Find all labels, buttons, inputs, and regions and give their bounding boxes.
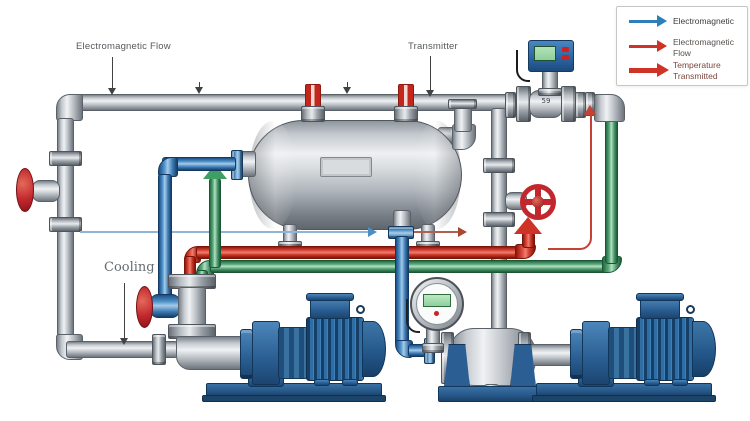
pump-terminal-box-lid bbox=[306, 293, 354, 301]
handwheel-rim bbox=[520, 184, 556, 220]
green-branch-pipe bbox=[209, 178, 221, 268]
left-gate-valve-body bbox=[32, 180, 60, 202]
blue-valve-handwheel bbox=[136, 286, 153, 328]
pressure-gauge bbox=[406, 277, 468, 363]
header-flow-tick-arrow-icon bbox=[343, 87, 351, 94]
pump-motor-foot bbox=[314, 379, 330, 386]
tank-right-riser-collar bbox=[448, 99, 477, 109]
transmitter-button bbox=[562, 55, 569, 60]
em-flow-leader-line bbox=[112, 57, 113, 90]
electromagnetic-flow-label: Electromagnetic Flow bbox=[76, 41, 171, 52]
legend-arrowhead-icon bbox=[657, 63, 669, 77]
flow-arrow-icon bbox=[458, 227, 467, 237]
temperature-signal-arrow-icon bbox=[584, 105, 596, 115]
legend-label-electromagnetic: Electromagnetic bbox=[673, 16, 734, 26]
pump-motor-foot bbox=[672, 379, 688, 386]
red-line-up-stub bbox=[522, 232, 535, 248]
legend-arrow-electromagnetic-icon bbox=[629, 20, 659, 23]
legend-arrowhead-icon bbox=[657, 15, 667, 27]
pump-motor-fins bbox=[306, 317, 364, 381]
cooling-leader-line bbox=[124, 283, 125, 340]
legend-arrowhead-icon bbox=[657, 40, 667, 52]
transmitter-cable bbox=[516, 50, 530, 82]
tank-top-riser-red-1 bbox=[305, 84, 321, 108]
bottom-pipe-flange bbox=[152, 334, 166, 365]
pump-baseplate-lip bbox=[532, 395, 716, 402]
flow-element-outer-ring-left bbox=[505, 92, 516, 118]
pump-motor-foot bbox=[342, 379, 358, 386]
legend-label-temperature: Temperature Transmitted bbox=[673, 60, 721, 81]
header-flow-tick-arrow-icon bbox=[195, 87, 203, 94]
tank-top-riser-red-2 bbox=[398, 84, 414, 108]
pump-bearing-frame bbox=[608, 327, 638, 379]
top-left-elbow bbox=[56, 94, 83, 121]
pump-motor-foot bbox=[644, 379, 660, 386]
transmitter-leader-arrow-icon bbox=[426, 90, 434, 97]
red-temperature-line bbox=[196, 246, 524, 259]
transmitter-leader-line bbox=[430, 56, 431, 92]
right-drop-flange-lower bbox=[483, 212, 515, 227]
legend-label-em-flow: Electromagnetic Flow bbox=[673, 37, 734, 58]
pump-lifting-eye bbox=[686, 305, 695, 314]
transmitter-button bbox=[562, 47, 569, 52]
right-centrifugal-pump bbox=[528, 293, 718, 405]
left-riser-flange-upper bbox=[49, 151, 82, 166]
pump-lifting-eye bbox=[356, 305, 365, 314]
cooling-label: Cooling bbox=[104, 260, 155, 275]
header-flow-tick bbox=[347, 82, 348, 88]
electromagnetic-signal-line bbox=[80, 231, 370, 233]
left-gate-valve-handwheel bbox=[16, 168, 34, 212]
pump-motor-fins bbox=[636, 317, 694, 381]
right-gate-valve-handwheel bbox=[520, 184, 556, 220]
pump-terminal-box-lid bbox=[636, 293, 684, 301]
legend-arrow-em-flow-icon bbox=[629, 45, 659, 48]
tank-top-nozzle-1 bbox=[301, 106, 325, 122]
right-drop-flange-upper bbox=[483, 158, 515, 173]
green-flow-line bbox=[210, 260, 610, 273]
electromagnetic-arrow-icon bbox=[368, 227, 377, 237]
tank-top-nozzle-2 bbox=[394, 106, 418, 122]
legend-arrow-temperature-icon bbox=[629, 68, 658, 73]
transmitter-neck-flange bbox=[538, 88, 562, 96]
pump-bearing-frame bbox=[278, 327, 308, 379]
pump-baseplate-lip bbox=[202, 395, 386, 402]
blue-valve-body bbox=[150, 294, 180, 318]
cooling-leader-arrow-icon bbox=[120, 338, 128, 345]
tank-nameplate bbox=[320, 157, 372, 177]
flow-element-marking: 59 bbox=[541, 97, 551, 105]
transmitter-label: Transmitter bbox=[408, 41, 458, 52]
flow-signal-line bbox=[408, 231, 460, 233]
transmitter-lcd-display bbox=[534, 46, 556, 61]
pump-volute-casing bbox=[582, 321, 610, 385]
red-up-arrow-icon bbox=[514, 217, 542, 234]
riser-outlet-elbow bbox=[176, 336, 246, 370]
flow-transmitter bbox=[514, 38, 578, 96]
pump-volute-casing bbox=[252, 321, 280, 385]
green-riser-pipe bbox=[605, 112, 618, 264]
temperature-signal-loop bbox=[548, 114, 592, 250]
header-flow-tick bbox=[199, 82, 200, 88]
gauge-stem-flange bbox=[422, 343, 444, 353]
pump-motor-endcap bbox=[362, 321, 386, 377]
handwheel-hub bbox=[532, 196, 544, 208]
gauge-lcd-display bbox=[423, 294, 451, 307]
em-flow-leader-arrow-icon bbox=[108, 88, 116, 95]
gauge-button bbox=[434, 311, 439, 316]
pump-motor-endcap bbox=[692, 321, 716, 377]
gauge-cable bbox=[406, 299, 420, 333]
left-riser-flange-lower bbox=[49, 217, 82, 232]
left-centrifugal-pump bbox=[198, 293, 388, 405]
tank-endcap-left bbox=[249, 121, 297, 229]
top-right-elbow bbox=[594, 94, 625, 122]
legend-box: Electromagnetic Electromagnetic Flow Tem… bbox=[616, 6, 748, 86]
